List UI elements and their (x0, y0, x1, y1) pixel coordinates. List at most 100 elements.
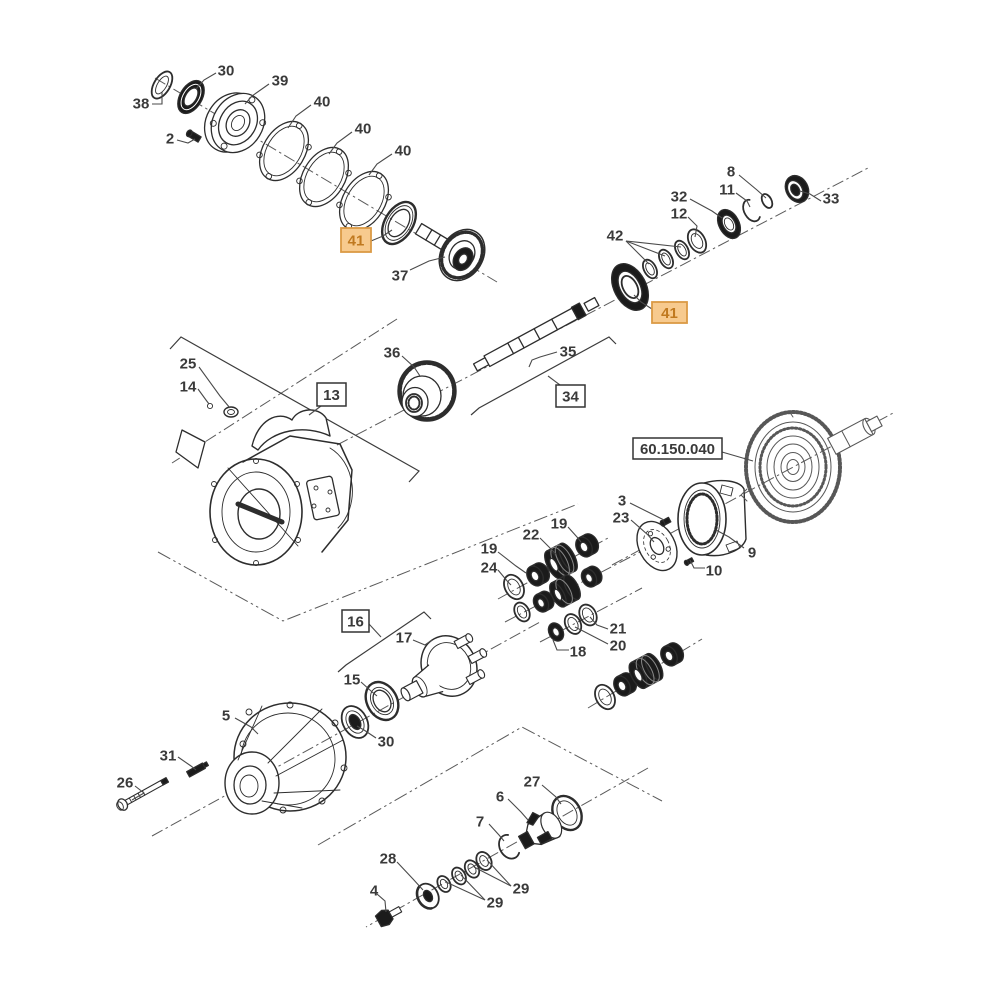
leader-line (633, 294, 653, 310)
bracket-line (337, 611, 432, 673)
leader-line (396, 861, 424, 891)
callout-39: 39 (272, 73, 289, 90)
sun-gear-row3 (628, 652, 664, 690)
leader-line (177, 756, 197, 771)
callout-41: 41 (348, 233, 365, 250)
ring-8 (760, 193, 774, 209)
shaft-35 (472, 296, 600, 372)
ring-42-b (658, 248, 674, 270)
callout-40: 40 (355, 121, 372, 138)
plate-23 (636, 520, 678, 572)
callout-15: 15 (344, 672, 361, 689)
clutch-assembly (740, 410, 883, 524)
seal-30-bottom (340, 705, 370, 739)
callout-9: 9 (748, 545, 756, 562)
pinion-shaft-37 (414, 222, 486, 282)
callout-6: 6 (496, 789, 504, 806)
stud-31 (186, 761, 209, 778)
leader-line (287, 104, 312, 129)
leader-line (630, 519, 655, 543)
callout-28: 28 (380, 851, 397, 868)
support-6 (517, 811, 563, 850)
gasket-40-a (256, 120, 312, 182)
leader-line (368, 623, 382, 638)
leader-line (497, 551, 527, 574)
leader-line (799, 190, 822, 202)
axis-line (336, 167, 869, 446)
pin-14 (206, 402, 214, 410)
leader-line (356, 725, 377, 739)
callout-41: 41 (661, 305, 678, 322)
leader-line (152, 92, 163, 105)
axis-line (365, 767, 649, 928)
callout-18: 18 (570, 644, 587, 661)
leader-line (687, 216, 698, 238)
leader-line (629, 502, 665, 521)
leader-line (625, 240, 682, 248)
callout-16: 16 (347, 614, 364, 631)
bolt-3 (659, 516, 672, 527)
callout-11: 11 (719, 182, 735, 199)
leader-line (473, 866, 512, 887)
leader-line (195, 72, 217, 90)
callout-30: 30 (378, 734, 395, 751)
callout-2: 2 (166, 131, 174, 148)
group-bracket-lines (169, 336, 617, 673)
gasket-40-b (296, 146, 352, 208)
ring-12 (686, 228, 708, 254)
washer-24 (503, 573, 525, 601)
callout-29: 29 (487, 895, 504, 912)
ring-42-c (674, 239, 690, 261)
callout-31: 31 (160, 748, 177, 765)
callout-box (316, 382, 347, 407)
callout-5: 5 (222, 708, 230, 725)
leader-line (445, 881, 486, 901)
leader-line (244, 83, 270, 105)
leader-line (738, 174, 767, 199)
frame-line (157, 503, 579, 622)
callout-box (555, 384, 586, 408)
leader-line (409, 256, 446, 271)
axis-line (171, 318, 398, 464)
planet-pinion-19-left (526, 562, 551, 587)
leader-line (574, 626, 609, 645)
leader-line (625, 240, 650, 265)
leader-line (131, 785, 145, 801)
seal-15 (364, 680, 400, 722)
leader-line (197, 388, 210, 405)
leader-line (176, 138, 196, 144)
leader-line (370, 229, 393, 242)
callout-17: 17 (396, 630, 413, 647)
leader-line (625, 240, 666, 257)
leader-lines (131, 72, 822, 913)
callout-27: 27 (524, 774, 541, 791)
bracket-line (470, 336, 617, 416)
diff-housing-5 (224, 701, 348, 815)
leader-line (401, 355, 421, 377)
leader-line (539, 537, 557, 555)
seal-ring-38 (150, 70, 174, 100)
planet-pinion-row3-right (660, 642, 685, 667)
leader-line (460, 874, 486, 901)
callout-10: 10 (706, 563, 723, 580)
leader-line (541, 784, 562, 805)
callout-20: 20 (610, 638, 627, 655)
leader-line (528, 351, 558, 368)
callout-29: 29 (513, 881, 530, 898)
bearing-30-top (177, 79, 205, 115)
callout-24: 24 (481, 560, 498, 577)
planet-pinion-row2-right (580, 565, 603, 588)
sun-gear-row2 (549, 574, 581, 608)
snap-ring-11 (742, 198, 761, 223)
plug-25 (223, 406, 239, 418)
leader-line (552, 639, 569, 651)
seal-41-left (380, 200, 418, 246)
ring-gear-drum-9 (677, 479, 747, 557)
leader-line (507, 798, 529, 821)
gear-36 (397, 360, 457, 422)
bolt-2 (185, 129, 202, 143)
callout-4: 4 (370, 883, 379, 900)
highlighted-callout-box (651, 301, 688, 324)
